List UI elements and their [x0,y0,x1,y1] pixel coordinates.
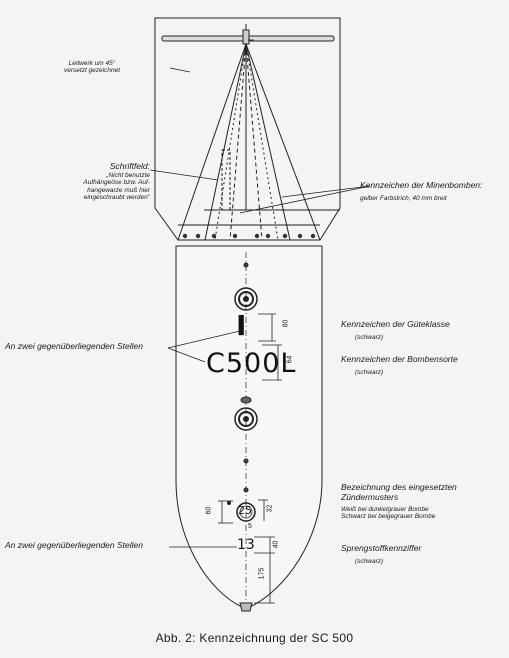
dim-32: 32 [266,504,274,513]
nose-tip [239,602,253,612]
schriftfeld-note: Schriftfeld: „Nicht benutzte Aufhängeöse… [83,161,150,202]
left-label-lower: An zwei gegenüberliegenden Stellen [5,540,143,550]
dim-175: 175 [258,567,266,580]
dim-60: 60 [205,506,213,515]
left-label-upper: An zwei gegenüberliegenden Stellen [5,341,143,351]
quality-label: Kennzeichen der Güteklasse (schwarz) [341,319,450,341]
suspension-lug-upper [234,287,258,311]
centre-lug [240,396,252,404]
quality-mark: I [236,309,247,342]
dim-5: 5 [248,523,252,530]
minenbomben-note: Kennzeichen der Minenbomben: gelber Farb… [360,180,483,202]
explosive-number: 13 [237,537,255,553]
bomb-body [175,245,323,611]
fuze-pocket [236,502,256,522]
explosive-label: Sprengstoffkennziffer (schwarz) [341,543,422,565]
dim-40: 40 [272,540,280,549]
figure-caption: Abb. 2: Kennzeichnung der SC 500 [155,631,354,645]
suspension-lug-lower [234,407,258,431]
fuze-label: Bezeichnung des eingesetzten Zündermuste… [341,482,457,520]
fuze-number: 25 [238,504,252,517]
dim-80: 80 [282,319,290,328]
tail-note: Leitwerk um 45° versetzt gezeichnet [64,60,121,75]
type-label: Kennzeichen der Bombensorte (schwarz) [341,354,458,376]
type-mark: C500L [206,348,297,379]
dim-64: 64 [286,355,294,364]
